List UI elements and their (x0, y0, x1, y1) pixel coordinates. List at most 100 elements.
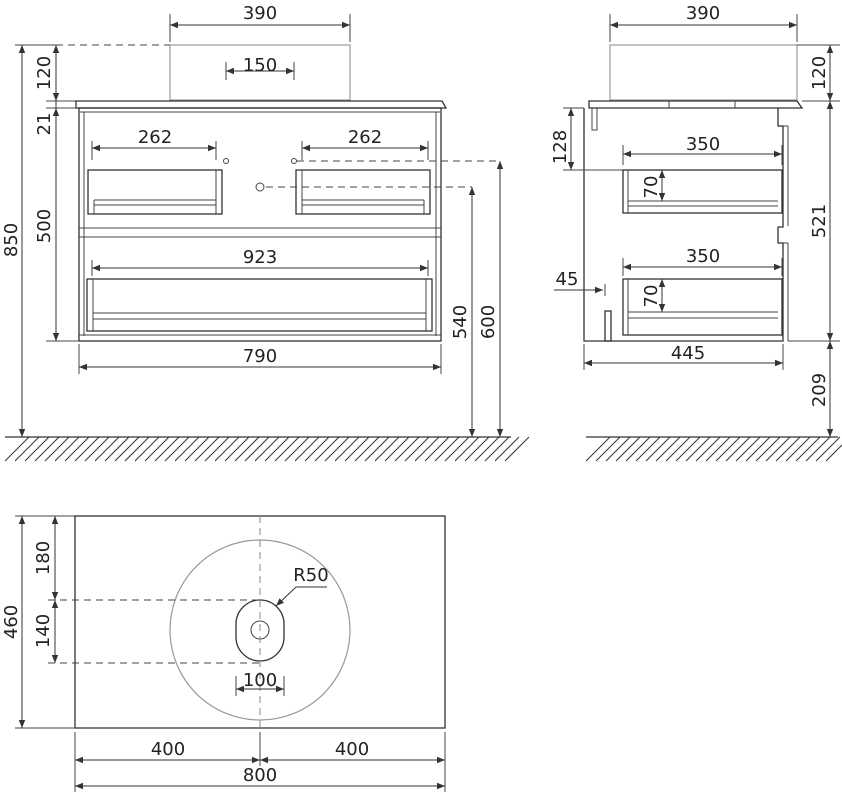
floor-hatch-line (384, 436, 410, 462)
basin-side (609, 44, 798, 101)
floor-hatch-line (414, 436, 440, 462)
floor-hatch-line (605, 436, 631, 462)
floor-hatch-line (124, 436, 150, 462)
dim-cabinet-depth: 445 (671, 343, 705, 364)
dim-top-offset: 128 (550, 130, 571, 164)
cabinet-front (78, 107, 442, 342)
floor-hatch-line (675, 436, 701, 462)
dim-drawer-width-left: 262 (138, 127, 172, 148)
floor-hatch-line (705, 436, 731, 462)
floor-hatch-line (84, 436, 110, 462)
floor-hatch-line (645, 436, 671, 462)
floor-hatch-line (194, 436, 220, 462)
floor-hatch-line (254, 436, 280, 462)
dim-cabinet-height-front: 500 (34, 209, 55, 243)
floor-hatch-line (294, 436, 320, 462)
floor-hatch-line (665, 436, 691, 462)
connection-hole-left (223, 158, 229, 164)
floor-hatch-line (354, 436, 380, 462)
dim-basin-width-side: 390 (686, 3, 720, 24)
floor-hatch-line (154, 436, 180, 462)
floor-hatch-line (94, 436, 120, 462)
dim-cabinet-width: 790 (243, 346, 277, 367)
floor-hatch-line (825, 444, 842, 462)
dim-drain-offset: 140 (33, 614, 54, 648)
floor-hatch-line (685, 436, 711, 462)
floor-hatch-line (24, 436, 50, 462)
floor-hatch-line (204, 436, 230, 462)
dim-drain-spacing: 150 (243, 55, 277, 76)
floor-hatch-line (424, 436, 450, 462)
floor-hatch-line (735, 436, 761, 462)
floor-hatch-line (805, 436, 831, 462)
floor-hatch-line (795, 436, 821, 462)
floor-hatch-line (655, 436, 681, 462)
floor-hatch-line (725, 436, 751, 462)
floor-hatch-line (324, 436, 350, 462)
dim-drain-width: 100 (243, 670, 277, 691)
side-view: 390 350 70 350 70 45 445 128 (550, 3, 842, 462)
floor-hatch-line (184, 436, 210, 462)
floor-hatch-line (785, 436, 811, 462)
floor-hatch-line (164, 436, 190, 462)
dim-offset-top: 180 (33, 541, 54, 575)
dim-cabinet-height-side: 521 (809, 204, 830, 238)
floor-hatch-line (454, 436, 480, 462)
floor-hatch-line (134, 436, 160, 462)
connection-hole-right (291, 158, 297, 164)
dim-drawer-width-right: 262 (348, 127, 382, 148)
dim-total-width: 800 (243, 765, 277, 786)
floor-hatch-line (404, 436, 430, 462)
dim-drawer-front-bottom: 70 (641, 285, 662, 308)
dim-countertop-thickness: 21 (34, 113, 55, 136)
dim-drawer-depth-bottom: 350 (686, 246, 720, 267)
floor-hatch-line (44, 436, 70, 462)
floor-hatch-line (815, 436, 841, 462)
drawer-side-top (622, 169, 783, 214)
floor-hatch-line (364, 436, 390, 462)
floor-hatch-line (214, 436, 240, 462)
top-view: R50 100 180 140 460 400 400 800 (1, 515, 446, 792)
floor-hatch-line (444, 436, 470, 462)
floor-hatch-line (715, 436, 741, 462)
floor-hatch-line (585, 436, 611, 462)
dim-drain-height: 540 (450, 305, 471, 339)
floor-hatch-line (284, 436, 310, 462)
floor-hatch-line (64, 436, 90, 462)
dim-total-height: 850 (1, 223, 22, 257)
drawer-side-bottom (604, 278, 783, 342)
floor-hatch-line (244, 436, 270, 462)
floor-hatch-line (274, 436, 300, 462)
floor-hatch-line (615, 436, 641, 462)
floor-side (585, 436, 842, 462)
dim-left-half: 400 (151, 739, 185, 760)
floor-hatch-line (745, 436, 771, 462)
dim-basin-radius: R50 (293, 565, 328, 586)
floor-hatch-line (144, 436, 170, 462)
floor-hatch-line (314, 436, 340, 462)
floor-hatch-line (755, 436, 781, 462)
floor-hatch-line (595, 436, 621, 462)
floor-hatch-line (374, 436, 400, 462)
floor-hatch-line (104, 436, 130, 462)
floor-hatch-line (394, 436, 420, 462)
floor-hatch-line (54, 436, 80, 462)
countertop-side (588, 100, 804, 109)
dim-connection-height: 600 (478, 305, 499, 339)
floor-hatch-line (765, 436, 791, 462)
floor-hatch-line (74, 436, 100, 462)
floor-hatch-line (434, 436, 460, 462)
floor-hatch-line (224, 436, 250, 462)
floor-hatch-line (635, 436, 661, 462)
floor-hatch-line (304, 436, 330, 462)
dim-basin-width-front: 390 (243, 3, 277, 24)
drawer-top-right (295, 169, 431, 215)
drawer-top-left (87, 169, 223, 215)
floor-front (4, 436, 530, 462)
front-view: 390 150 262 262 923 790 120 (1, 3, 530, 462)
dim-drawer-depth-top: 350 (686, 134, 720, 155)
floor-hatch-line (114, 436, 140, 462)
floor-hatch-line (484, 436, 510, 462)
floor-hatch-line (174, 436, 200, 462)
